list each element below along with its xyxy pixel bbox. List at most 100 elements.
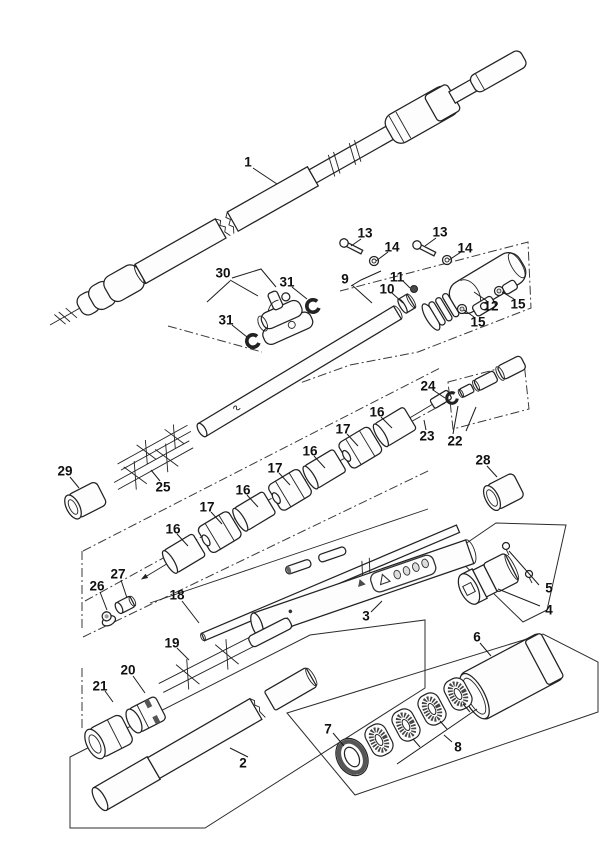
part-26-nut <box>101 611 117 627</box>
part-9-drive-tube <box>196 305 403 438</box>
callout-7-6: 7 <box>324 722 332 737</box>
leader-line-16-18 <box>380 416 393 429</box>
part-10-bushing <box>397 293 417 314</box>
leader-line-21-28 <box>104 690 114 703</box>
part-31-clip-right <box>303 296 322 316</box>
leader-line-12-11 <box>473 291 488 302</box>
callout-16-18: 16 <box>369 405 385 420</box>
callout-10-9: 10 <box>379 282 394 297</box>
leader-line-14-15 <box>448 251 462 261</box>
part-8-bearing-1 <box>364 723 394 757</box>
leader-line-6-5 <box>479 642 492 657</box>
leader-line-16-21 <box>176 533 189 547</box>
callout-28-35: 28 <box>475 453 491 468</box>
box-outer-tube <box>69 619 426 829</box>
callout-13-13: 13 <box>432 225 448 240</box>
part-6-sleeve <box>459 633 564 720</box>
leader-line-26-33 <box>99 591 108 611</box>
part-3-tube-decal <box>250 539 477 638</box>
group-boxes <box>69 522 599 829</box>
leader-line-20-27 <box>132 675 146 694</box>
part-5-screw-top <box>501 541 511 556</box>
part-27-bushing <box>114 595 137 615</box>
part-18-inner-rod <box>149 508 429 604</box>
callout-21-28: 21 <box>92 679 108 694</box>
leader-line-25-32 <box>150 469 161 482</box>
leader-line-4-3 <box>497 588 541 607</box>
leader-line-17-24 <box>210 511 223 525</box>
part-21-cap <box>84 714 133 760</box>
part-13-bolt-right <box>412 240 437 257</box>
callout-22-29: 22 <box>447 434 462 449</box>
leader-line-16-20 <box>246 494 259 508</box>
part-4-coupler <box>457 553 520 605</box>
box-seal-bearings <box>286 633 599 796</box>
part-31-clip-left <box>243 331 262 351</box>
part-19-liner <box>158 617 293 693</box>
leader-line-30-37 <box>229 279 259 297</box>
part-2-outer-tube <box>91 667 318 812</box>
part-16-17-flex-shaft-chain <box>140 389 452 580</box>
callout-20-27: 20 <box>120 663 135 678</box>
leader-line-3-2 <box>370 600 383 613</box>
callout-13-12: 13 <box>357 226 373 241</box>
part-25-liner <box>113 424 194 490</box>
part-20-collar <box>125 696 166 734</box>
warning-triangle-icon <box>379 573 392 586</box>
part-30-housing <box>257 290 314 345</box>
callout-15-16: 15 <box>510 297 526 312</box>
callout-6-5: 6 <box>473 630 481 645</box>
bearing-bracket <box>396 703 478 765</box>
callout-14-15: 14 <box>457 241 473 256</box>
callout-19-26: 19 <box>164 636 179 651</box>
leader-line-9-8 <box>351 284 373 304</box>
leader-line-13-13 <box>424 237 437 247</box>
callout-17-23: 17 <box>267 461 282 476</box>
callout-8-7: 8 <box>454 740 462 755</box>
leader-line-2-1 <box>229 747 249 758</box>
callout-31-38: 31 <box>279 275 295 290</box>
leader-line-15-16 <box>501 291 515 300</box>
part-14-washer-right <box>441 254 453 266</box>
part-15-nut-left <box>456 303 468 315</box>
callout-12-11: 12 <box>483 299 498 314</box>
leader-line-15-17 <box>463 309 475 318</box>
callout-27-34: 27 <box>110 567 125 582</box>
leader-line-23-30 <box>423 419 427 431</box>
part-22-24-cluster <box>443 355 526 407</box>
callout-16-20: 16 <box>235 483 251 498</box>
leader-line-24-31 <box>432 389 446 399</box>
leader-line-5-4 <box>508 550 540 586</box>
part-11-ball <box>410 285 418 293</box>
leader-line-7-6 <box>332 732 345 747</box>
callout-9-8: 9 <box>341 272 349 287</box>
callout-26-33: 26 <box>89 579 105 594</box>
leader-line-28-35 <box>486 465 498 478</box>
callout-4-3: 4 <box>545 603 553 618</box>
callout-15-17: 15 <box>470 315 486 330</box>
label-brackets <box>206 268 382 303</box>
part-15-nut-right <box>493 285 505 297</box>
leader-line-10-9 <box>391 292 404 304</box>
callout-17-22: 17 <box>335 422 350 437</box>
part-8-bearing-4 <box>443 677 473 711</box>
leader-line-11-10 <box>402 280 411 289</box>
callout-14-14: 14 <box>384 240 400 255</box>
callout-30-37: 30 <box>215 266 230 281</box>
callout-31-39: 31 <box>218 313 234 328</box>
callout-1-0: 1 <box>244 155 252 170</box>
leader-line-1-0 <box>252 167 278 185</box>
callout-16-21: 16 <box>165 522 181 537</box>
leader-line-8-7 <box>443 734 453 743</box>
callout-3-2: 3 <box>362 609 370 624</box>
part-13-bolt-left <box>339 238 364 255</box>
leader-line-31-39 <box>231 324 248 338</box>
part-18-liner-tube <box>200 524 461 642</box>
callout-18-25: 18 <box>169 588 185 603</box>
callout-17-24: 17 <box>199 500 214 515</box>
part-14-washer-left <box>368 255 380 267</box>
callout-16-19: 16 <box>302 444 318 459</box>
leader-line-13-12 <box>350 238 362 247</box>
